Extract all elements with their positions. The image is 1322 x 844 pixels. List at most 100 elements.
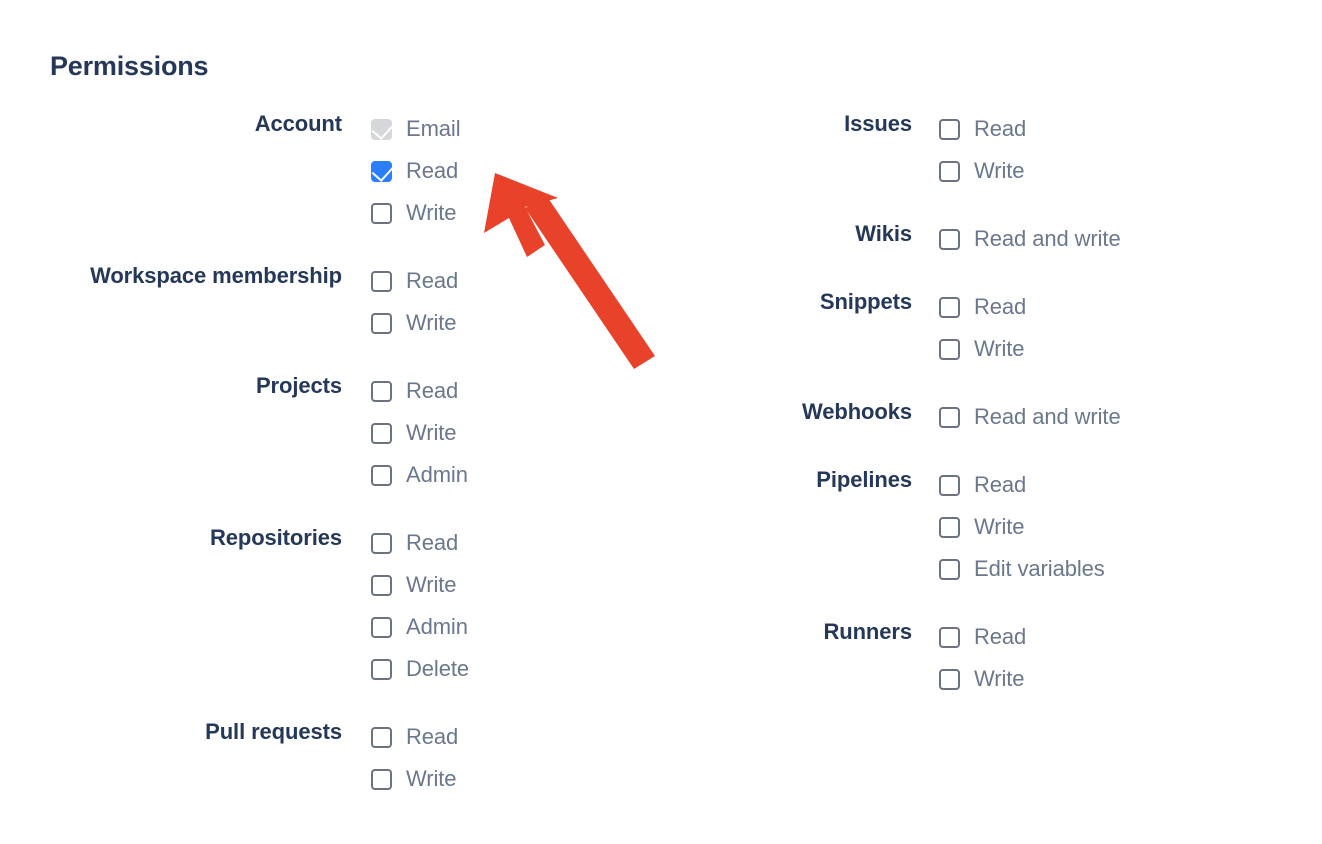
permission-option-row[interactable]: Write bbox=[371, 302, 458, 344]
permission-group-label: Webhooks bbox=[801, 399, 912, 424]
checkbox-unchecked[interactable] bbox=[371, 616, 392, 638]
permission-option-row[interactable]: Read and write bbox=[939, 218, 1121, 260]
permission-group-label: Runners bbox=[823, 619, 912, 644]
checkbox-unchecked[interactable] bbox=[939, 558, 960, 580]
check-icon bbox=[371, 159, 394, 182]
permission-option-row[interactable]: Read bbox=[371, 716, 458, 758]
permission-option-row[interactable]: Read bbox=[371, 150, 461, 192]
permission-option-row[interactable]: Read bbox=[939, 616, 1026, 658]
permission-option-row[interactable]: Edit variables bbox=[939, 548, 1105, 590]
checkbox-unchecked[interactable] bbox=[939, 228, 960, 250]
permission-option-label: Admin bbox=[406, 462, 468, 487]
permission-option-label: Read bbox=[406, 530, 459, 555]
check-icon bbox=[371, 117, 394, 140]
permission-group-label: Projects bbox=[255, 373, 342, 398]
permission-option-label: Write bbox=[406, 572, 457, 597]
permission-group-label: Wikis bbox=[855, 221, 912, 246]
permission-option-row[interactable]: Write bbox=[939, 328, 1026, 370]
checkbox-unchecked[interactable] bbox=[371, 422, 392, 444]
permission-option-label: Read bbox=[974, 294, 1027, 319]
permission-option-row[interactable]: Read bbox=[939, 286, 1026, 328]
permission-option-row[interactable]: Delete bbox=[371, 648, 469, 690]
permission-option-row[interactable]: Write bbox=[939, 658, 1026, 700]
permission-group-label: Pipelines bbox=[816, 467, 912, 492]
permission-option-row[interactable]: Read bbox=[939, 464, 1105, 506]
permission-option-row[interactable]: Write bbox=[939, 150, 1026, 192]
checkbox-unchecked[interactable] bbox=[371, 532, 392, 554]
checkbox-unchecked[interactable] bbox=[939, 668, 960, 690]
checkbox-unchecked[interactable] bbox=[371, 312, 392, 334]
permission-option-label: Admin bbox=[406, 614, 468, 639]
permission-group-label: Account bbox=[254, 111, 342, 136]
permission-option-row[interactable]: Read bbox=[371, 260, 458, 302]
permission-option-row: Email bbox=[371, 108, 461, 150]
permission-group-label: Snippets bbox=[819, 289, 912, 314]
checkbox-unchecked[interactable] bbox=[939, 296, 960, 318]
permission-option-list: Read and write bbox=[939, 218, 1121, 260]
permission-group-label: Repositories bbox=[209, 525, 342, 550]
checkbox-unchecked[interactable] bbox=[371, 658, 392, 680]
permission-option-label: Delete bbox=[406, 656, 469, 681]
permission-option-row[interactable]: Write bbox=[939, 506, 1105, 548]
permission-option-row[interactable]: Read bbox=[939, 108, 1026, 150]
permission-option-row[interactable]: Admin bbox=[371, 606, 469, 648]
checkbox-unchecked[interactable] bbox=[371, 726, 392, 748]
permission-option-row[interactable]: Write bbox=[371, 758, 458, 800]
permission-option-label: Write bbox=[406, 766, 457, 791]
permission-option-label: Read bbox=[406, 268, 459, 293]
checkbox-unchecked[interactable] bbox=[371, 202, 392, 224]
page-title: Permissions bbox=[50, 51, 209, 81]
permission-option-row[interactable]: Read bbox=[371, 522, 469, 564]
checkbox-unchecked[interactable] bbox=[939, 160, 960, 182]
permission-option-row[interactable]: Read and write bbox=[939, 396, 1121, 438]
permission-option-label: Write bbox=[974, 514, 1025, 539]
permission-option-label: Write bbox=[406, 310, 457, 335]
permission-option-label: Read bbox=[974, 624, 1027, 649]
permission-option-row[interactable]: Admin bbox=[371, 454, 468, 496]
checkbox-unchecked[interactable] bbox=[371, 768, 392, 790]
checkbox-unchecked[interactable] bbox=[371, 380, 392, 402]
permission-option-label: Read bbox=[974, 116, 1027, 141]
checkbox-unchecked[interactable] bbox=[371, 270, 392, 292]
permission-option-row[interactable]: Write bbox=[371, 564, 469, 606]
permission-option-label: Email bbox=[406, 116, 461, 141]
checkbox-unchecked[interactable] bbox=[939, 406, 960, 428]
checkbox-checked[interactable] bbox=[371, 159, 394, 182]
permission-option-label: Read and write bbox=[974, 404, 1121, 429]
checkbox-unchecked[interactable] bbox=[939, 474, 960, 496]
checkbox-unchecked[interactable] bbox=[371, 464, 392, 486]
permission-option-row[interactable]: Read bbox=[371, 370, 468, 412]
checkbox-disabled-checked bbox=[371, 117, 394, 140]
checkbox-unchecked[interactable] bbox=[371, 574, 392, 596]
permission-option-label: Edit variables bbox=[974, 556, 1105, 581]
permission-option-label: Read bbox=[406, 724, 459, 749]
permission-group-label: Issues bbox=[844, 111, 912, 136]
permission-option-label: Write bbox=[406, 200, 457, 225]
permission-option-row[interactable]: Write bbox=[371, 412, 468, 454]
checkbox-unchecked[interactable] bbox=[939, 338, 960, 360]
checkbox-unchecked[interactable] bbox=[939, 626, 960, 648]
permission-option-list: Read and write bbox=[939, 396, 1121, 438]
permission-group-label: Workspace membership bbox=[90, 263, 342, 288]
checkbox-unchecked[interactable] bbox=[939, 516, 960, 538]
checkbox-unchecked[interactable] bbox=[939, 118, 960, 140]
permission-option-row[interactable]: Write bbox=[371, 192, 461, 234]
